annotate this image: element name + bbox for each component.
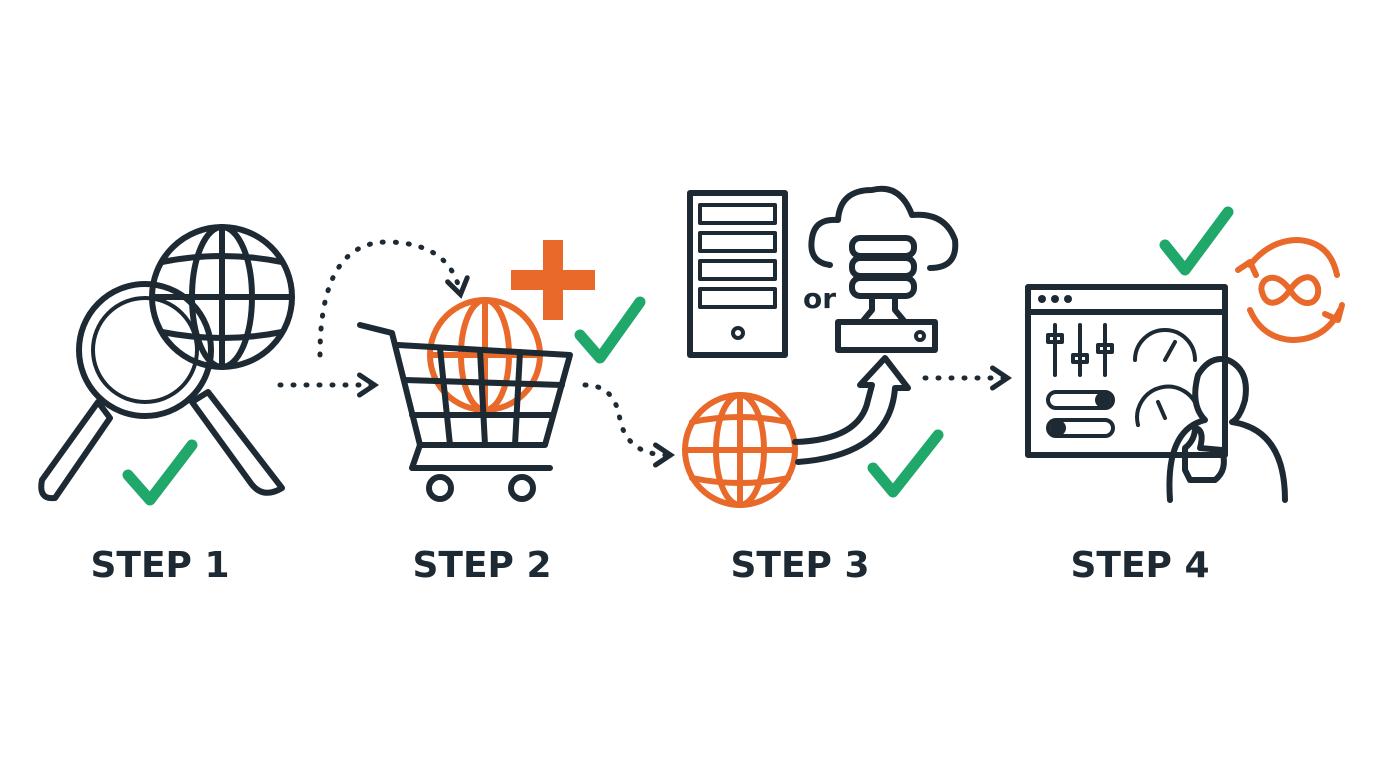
step-4-label: STEP 4	[1070, 545, 1209, 586]
or-label: or	[803, 282, 836, 315]
step-2-label: STEP 2	[412, 545, 551, 586]
sliders-icon	[1046, 323, 1114, 377]
toggles-icon	[1046, 390, 1115, 438]
step-4-check-icon	[1159, 206, 1234, 276]
step-3-up-arrow-icon	[792, 355, 911, 465]
physical-server-icon	[687, 190, 788, 358]
cloud-server-icon	[808, 185, 959, 353]
step-2-cart-icon	[357, 322, 573, 502]
step-1-label: STEP 1	[90, 545, 229, 586]
step-3-label: STEP 3	[730, 545, 869, 586]
gauges-icon	[1133, 328, 1200, 427]
plus-icon	[511, 240, 595, 320]
step-1-globe-icon	[149, 224, 295, 370]
dashboard-window-icon	[1025, 284, 1228, 458]
arrow-2-to-3	[582, 382, 676, 468]
continuous-loop-icon	[1235, 237, 1345, 343]
step-3-orange-globe-icon	[682, 392, 798, 508]
user-thumbs-up-icon	[1166, 356, 1288, 503]
step-3-check-icon	[867, 429, 944, 498]
step-2-check-icon	[574, 296, 646, 364]
step-1-magnifier-icon	[38, 281, 285, 502]
step-1-check-icon	[122, 439, 198, 506]
curved-arrow-1-to-2	[317, 239, 470, 358]
